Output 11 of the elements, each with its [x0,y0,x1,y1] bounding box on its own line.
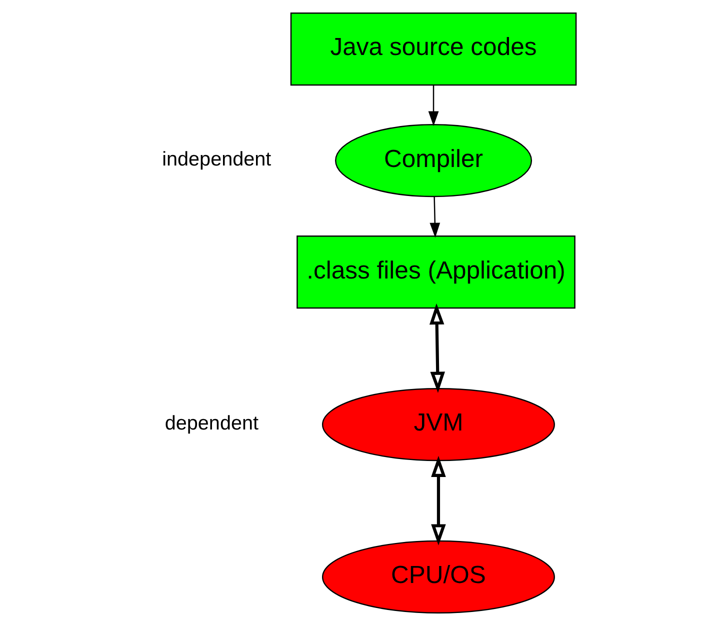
arrow [428,85,438,126]
node-ellipse: JVM [321,388,554,462]
arrow [430,456,446,546]
node-ellipse: Compiler [334,124,532,198]
node-box: Java source codes [290,12,576,86]
arrow [429,196,440,238]
arrow [428,303,445,393]
label: dependent [164,412,258,434]
node-ellipse: CPU/OS [321,540,554,614]
node-box: .class files (Application) [296,236,575,309]
label: independent [162,148,271,170]
